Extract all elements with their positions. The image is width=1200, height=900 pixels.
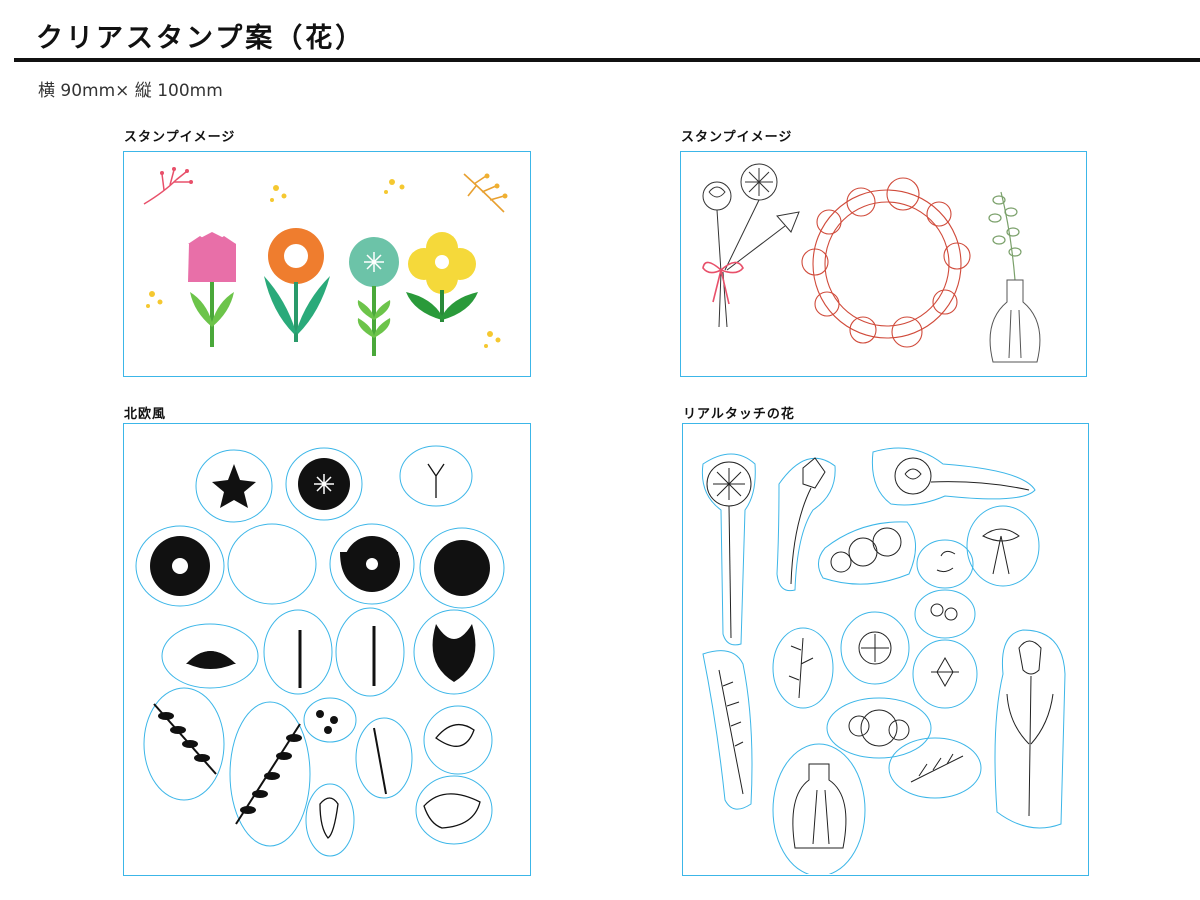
ribbon-bow-icon — [982, 528, 1020, 542]
star-flower-icon — [212, 464, 256, 508]
yellow-flower-icon — [406, 232, 478, 322]
page-title: クリアスタンプ案（花） — [36, 23, 366, 54]
panel-label-real-touch: リアルタッチの花 — [683, 407, 795, 422]
teal-flower-icon — [349, 237, 399, 356]
flower-wreath-icon — [801, 177, 971, 348]
ribbon-icon — [702, 261, 744, 305]
eucalyptus-vase-icon — [988, 191, 1022, 281]
tulip-icon — [1018, 640, 1042, 675]
bouquet-icon — [702, 163, 800, 328]
bird-outline-icon — [423, 793, 481, 829]
stamp-image-colored-panel — [123, 151, 531, 377]
lily-icon — [802, 457, 826, 489]
leaf-outline-icon — [435, 723, 475, 747]
stamp-image-lineart-panel — [680, 151, 1087, 377]
nordic-stamps-panel — [123, 423, 531, 876]
panel-label-nordic: 北欧風 — [124, 407, 167, 422]
panel-label-stamp-image-2: スタンプイメージ — [681, 130, 793, 145]
title-rule — [14, 58, 1200, 62]
vase-icon — [792, 763, 847, 849]
rose-icon — [894, 457, 932, 495]
berry-sprig-icon — [463, 173, 505, 213]
pink-tulip-icon — [188, 232, 236, 347]
orange-flower-icon — [264, 228, 330, 342]
dimensions-text: 横 90mm× 縦 100mm — [38, 81, 223, 101]
panel-label-stamp-image-1: スタンプイメージ — [124, 130, 236, 145]
real-touch-stamps-panel — [682, 423, 1089, 876]
dandelion-sprig-icon — [143, 169, 190, 205]
